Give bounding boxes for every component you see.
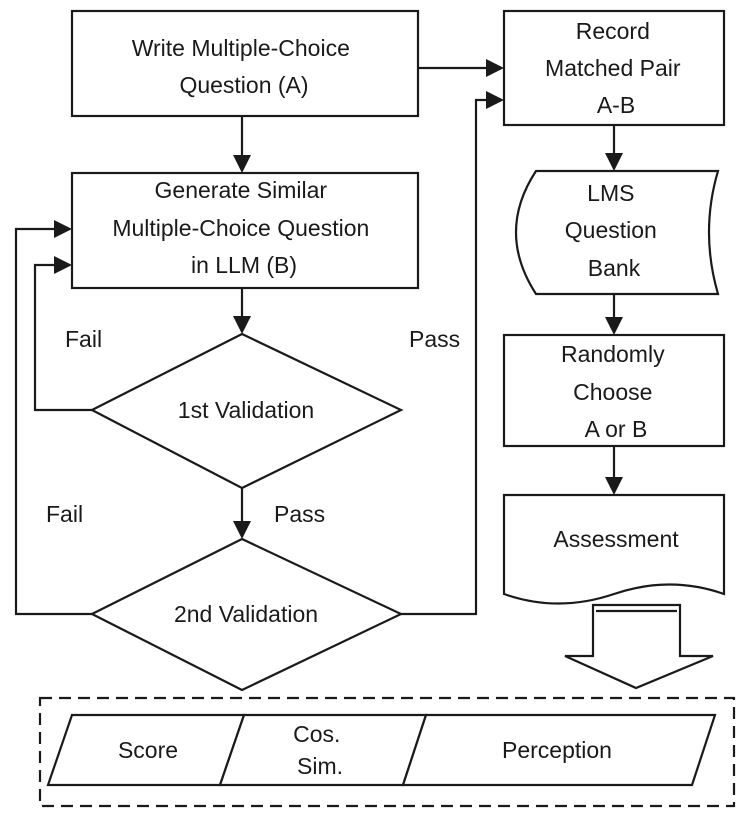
validation-1-label: 1st Validation: [178, 397, 314, 423]
randomly-choose-box: [502, 333, 726, 448]
arrowhead: [54, 256, 72, 274]
arrowhead: [486, 59, 504, 77]
outcome-perception-label: Perception: [502, 737, 612, 763]
write-question-box: [70, 9, 420, 118]
arrowhead: [605, 317, 623, 335]
pass-label-2: Pass: [274, 501, 325, 527]
arrowhead: [54, 220, 72, 238]
connector-validation-1-fail-loop: [33, 263, 92, 412]
assessment-label: Assessment: [553, 526, 679, 552]
pass-label-1: Pass: [409, 326, 460, 352]
arrowhead: [605, 153, 623, 171]
validation-2-label: 2nd Validation: [174, 601, 318, 627]
connector-validation-2-to-record: [401, 98, 488, 616]
record-pair-label: Record Matched Pair A-B: [545, 18, 687, 118]
outcome-cos-sim-label: Cos. Sim.: [293, 721, 347, 779]
arrowhead: [233, 521, 251, 539]
arrowhead: [486, 91, 504, 109]
arrowhead: [233, 155, 251, 173]
assessment-document: [502, 493, 726, 605]
arrowhead: [605, 477, 623, 495]
fail-label-1: Fail: [65, 326, 102, 352]
outcomes-container: [38, 696, 736, 808]
connector-validation-2-fail-loop: [14, 227, 92, 616]
question-bank-storage: [514, 169, 720, 296]
outcome-arrow: [564, 603, 714, 690]
randomly-choose-label: Randomly Choose A or B: [561, 341, 671, 442]
outcome-perception-parallelogram: [401, 713, 717, 787]
question-bank-label: LMS Question Bank: [565, 180, 663, 281]
fail-label-2: Fail: [46, 501, 83, 527]
arrowhead: [233, 316, 251, 334]
generate-similar-box: [70, 171, 420, 290]
write-question-label: Write Multiple-Choice Question (A): [132, 35, 357, 98]
outcome-score-label: Score: [118, 737, 178, 763]
validation-1-diamond: [89, 332, 404, 490]
generate-similar-label: Generate Similar Multiple-Choice Questio…: [112, 177, 375, 278]
